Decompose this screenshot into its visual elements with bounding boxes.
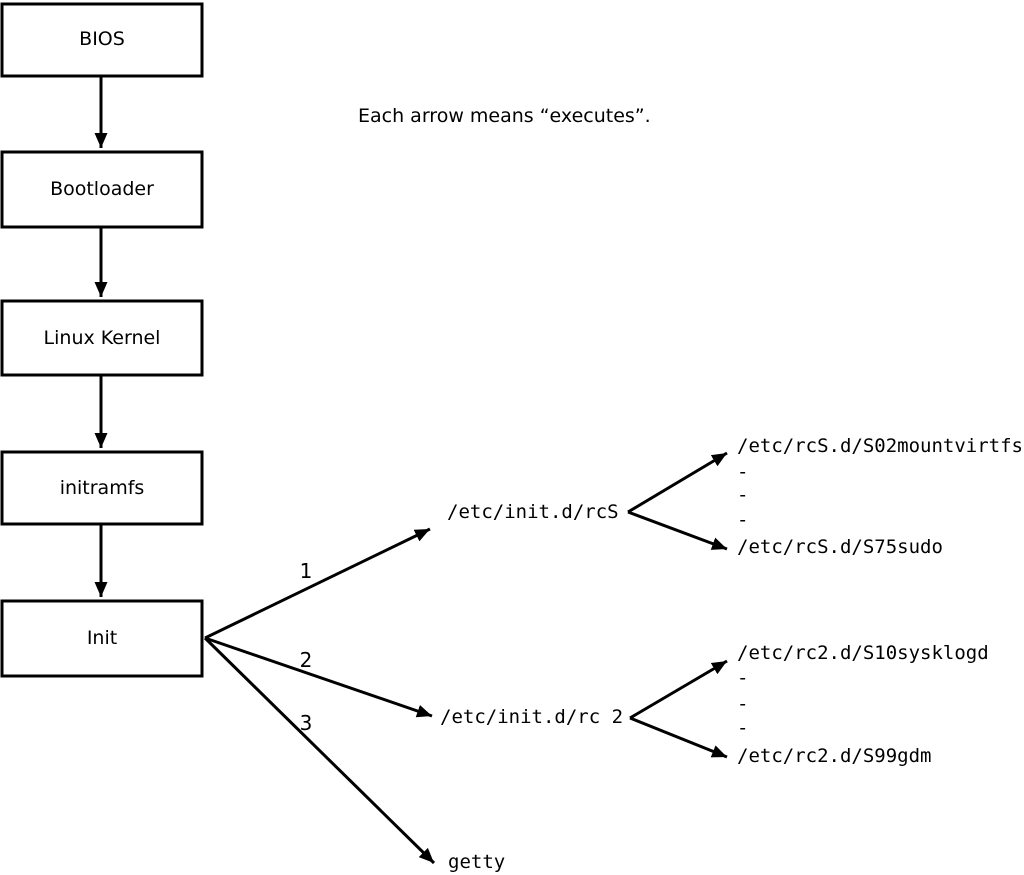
rc2-child-ellipsis-3: - xyxy=(737,717,748,739)
arrow-rcs-to-s75sudo xyxy=(627,510,728,551)
node-bios: BIOS xyxy=(0,2,204,78)
node-bios-label: BIOS xyxy=(79,28,125,50)
edge-order-label-3: 3 xyxy=(300,711,313,735)
arrow-rcs-to-s02mountvirtfs xyxy=(627,451,728,514)
node-init-box xyxy=(0,599,204,678)
rcs-child-s75sudo: /etc/rcS.d/S75sudo xyxy=(737,536,943,558)
edge-order-label-1: 1 xyxy=(300,559,313,583)
node-initramfs-label: initramfs xyxy=(60,477,145,499)
node-linux-kernel-label: Linux Kernel xyxy=(44,327,161,349)
node-initramfs-box xyxy=(0,450,204,526)
rcs-child-s02mountvirtfs: /etc/rcS.d/S02mountvirtfs xyxy=(737,435,1023,457)
edge-order-label-2: 2 xyxy=(300,648,313,672)
branch-rc2-label: /etc/init.d/rc 2 xyxy=(440,706,623,728)
node-init: Init xyxy=(0,599,204,678)
note-text: Each arrow means “executes”. xyxy=(358,105,651,127)
arrow-init-to-rcs xyxy=(204,527,431,640)
rcs-child-ellipsis-1: - xyxy=(737,461,748,483)
node-bootloader-label: Bootloader xyxy=(50,178,154,200)
branch-rcs-label: /etc/init.d/rcS xyxy=(447,501,619,523)
rcs-child-ellipsis-3: - xyxy=(737,509,748,531)
branch-getty-label: getty xyxy=(448,851,505,873)
rc2-child-ellipsis-2: - xyxy=(737,693,748,715)
rc2-child-s99gdm: /etc/rc2.d/S99gdm xyxy=(737,745,931,767)
arrow-init-to-getty xyxy=(203,636,436,865)
node-init-label: Init xyxy=(87,627,117,649)
rcs-child-ellipsis-2: - xyxy=(737,484,748,506)
node-bootloader: Bootloader xyxy=(0,150,204,229)
node-linux-kernel: Linux Kernel xyxy=(0,299,204,377)
node-bootloader-box xyxy=(0,150,204,229)
arrow-init-to-rc2 xyxy=(204,636,433,718)
arrow-rc2-to-s99gdm xyxy=(629,716,728,759)
rc2-child-s10sysklogd: /etc/rc2.d/S10sysklogd xyxy=(737,642,989,664)
node-bios-box xyxy=(0,2,204,78)
arrow-rc2-to-s10sysklogd xyxy=(629,659,728,720)
node-linux-kernel-box xyxy=(0,299,204,377)
node-initramfs: initramfs xyxy=(0,450,204,526)
rc2-child-ellipsis-1: - xyxy=(737,667,748,689)
